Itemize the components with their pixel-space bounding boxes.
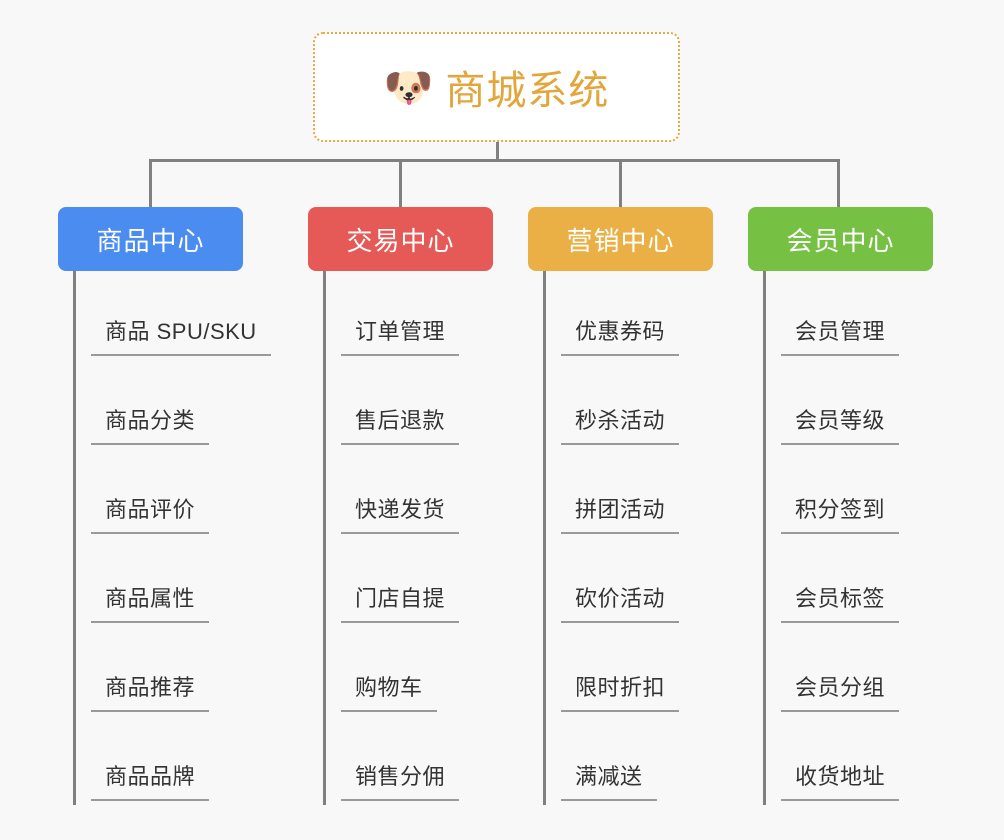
leaf-list: 优惠券码 秒杀活动 拼团活动 砍价活动 限时折扣 满减送 [543, 271, 728, 805]
branch-column: 营销中心 优惠券码 秒杀活动 拼团活动 砍价活动 限时折扣 满减送 [528, 207, 728, 805]
leaf-label: 商品推荐 [91, 670, 210, 712]
leaf-label: 优惠券码 [561, 314, 680, 356]
leaf-item[interactable]: 商品 SPU/SKU [91, 271, 271, 360]
leaf-label: 收货地址 [781, 759, 900, 801]
leaf-list: 订单管理 售后退款 快递发货 门店自提 购物车 销售分佣 [323, 271, 508, 805]
root-node[interactable]: 🐶 商城系统 [313, 32, 680, 142]
dog-face-icon: 🐶 [383, 66, 434, 110]
leaf-list: 商品 SPU/SKU 商品分类 商品评价 商品属性 商品推荐 商品品牌 [73, 271, 271, 805]
leaf-item[interactable]: 收货地址 [781, 716, 948, 805]
leaf-item[interactable]: 快递发货 [341, 449, 508, 538]
leaf-label: 商品评价 [91, 492, 210, 534]
leaf-label: 门店自提 [341, 581, 460, 623]
leaf-label: 商品分类 [91, 403, 210, 445]
leaf-item[interactable]: 商品属性 [91, 538, 258, 627]
connector-drop-3 [619, 159, 622, 207]
leaf-label: 购物车 [341, 670, 437, 712]
leaf-item[interactable]: 商品品牌 [91, 716, 258, 805]
leaf-item[interactable]: 销售分佣 [341, 716, 508, 805]
branch-header[interactable]: 会员中心 [748, 207, 933, 271]
leaf-label: 商品品牌 [91, 759, 210, 801]
leaf-item[interactable]: 门店自提 [341, 538, 508, 627]
leaf-label: 砍价活动 [561, 581, 680, 623]
branch-column: 会员中心 会员管理 会员等级 积分签到 会员标签 会员分组 收货地址 [748, 207, 948, 805]
connector-root-stem [496, 142, 499, 162]
branch-header-label: 营销中心 [566, 225, 675, 256]
leaf-item[interactable]: 秒杀活动 [561, 360, 728, 449]
leaf-item[interactable]: 商品评价 [91, 449, 258, 538]
root-title: 商城系统 [445, 69, 610, 113]
branch-column: 交易中心 订单管理 售后退款 快递发货 门店自提 购物车 销售分佣 [308, 207, 508, 805]
connector-drop-2 [399, 159, 402, 207]
connector-drop-1 [149, 159, 152, 207]
leaf-label: 商品属性 [91, 581, 210, 623]
leaf-item[interactable]: 订单管理 [341, 271, 508, 360]
leaf-item[interactable]: 拼团活动 [561, 449, 728, 538]
branch-header-label: 交易中心 [346, 225, 455, 256]
leaf-item[interactable]: 售后退款 [341, 360, 508, 449]
leaf-label: 拼团活动 [561, 492, 680, 534]
leaf-label: 订单管理 [341, 314, 460, 356]
leaf-item[interactable]: 砍价活动 [561, 538, 728, 627]
leaf-item[interactable]: 积分签到 [781, 449, 948, 538]
connector-drop-4 [837, 159, 840, 207]
leaf-item[interactable]: 商品推荐 [91, 627, 258, 716]
leaf-item[interactable]: 满减送 [561, 716, 728, 805]
leaf-label: 会员标签 [781, 581, 900, 623]
branch-column: 商品中心 商品 SPU/SKU 商品分类 商品评价 商品属性 商品推荐 商品品牌 [58, 207, 271, 805]
leaf-label: 售后退款 [341, 403, 460, 445]
leaf-item[interactable]: 会员分组 [781, 627, 948, 716]
leaf-item[interactable]: 会员等级 [781, 360, 948, 449]
leaf-label: 积分签到 [781, 492, 900, 534]
leaf-item[interactable]: 会员标签 [781, 538, 948, 627]
leaf-item[interactable]: 会员管理 [781, 271, 948, 360]
leaf-label: 限时折扣 [561, 670, 680, 712]
branch-header-label: 会员中心 [786, 225, 895, 256]
leaf-label: 秒杀活动 [561, 403, 680, 445]
leaf-label: 快递发货 [341, 492, 460, 534]
leaf-label: 会员等级 [781, 403, 900, 445]
leaf-label: 满减送 [561, 759, 657, 801]
leaf-item[interactable]: 购物车 [341, 627, 508, 716]
leaf-item[interactable]: 优惠券码 [561, 271, 728, 360]
branch-header[interactable]: 营销中心 [528, 207, 713, 271]
branch-header-label: 商品中心 [96, 225, 205, 256]
connector-bus [150, 159, 840, 162]
leaf-label: 会员分组 [781, 670, 900, 712]
leaf-item[interactable]: 商品分类 [91, 360, 258, 449]
leaf-item[interactable]: 限时折扣 [561, 627, 728, 716]
leaf-label: 销售分佣 [341, 759, 460, 801]
leaf-label: 会员管理 [781, 314, 900, 356]
branch-header[interactable]: 交易中心 [308, 207, 493, 271]
leaf-list: 会员管理 会员等级 积分签到 会员标签 会员分组 收货地址 [763, 271, 948, 805]
leaf-label: 商品 SPU/SKU [91, 314, 271, 356]
branch-header[interactable]: 商品中心 [58, 207, 243, 271]
